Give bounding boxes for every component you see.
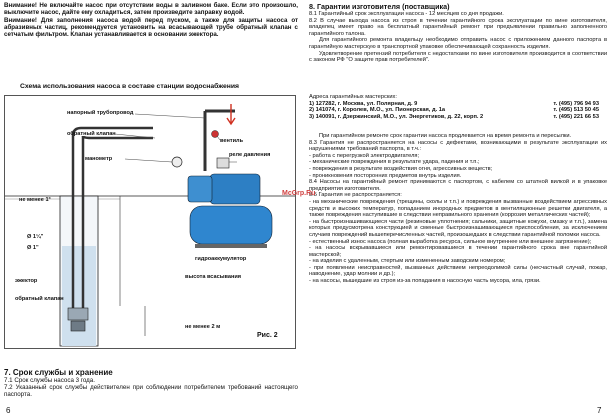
pressure-relay-box bbox=[216, 157, 230, 169]
page-number-right: 7 bbox=[597, 406, 602, 415]
address-row: 1) 127282, г. Москва, ул. Полярная, д. 9… bbox=[309, 100, 599, 107]
body-4: - механические повреждения в результате … bbox=[309, 159, 480, 166]
body-2: 8.3 Гарантия не распространяется на насо… bbox=[309, 139, 607, 153]
address-row: 2) 141074, г. Королев, М.О., ул. Пионерс… bbox=[309, 107, 599, 114]
body-11: - естественный износ насоса (полная выра… bbox=[309, 238, 592, 245]
body-13: - на изделия с удаленным, стертым или из… bbox=[309, 258, 506, 265]
label-ejector: эжектор bbox=[15, 278, 38, 284]
label-diameter-1: Ø 1¼" bbox=[27, 234, 44, 240]
body-6: - проникновения посторонних предметов вн… bbox=[309, 172, 462, 179]
addresses: Адреса гарантийных мастерских: 1) 127282… bbox=[309, 94, 599, 120]
label-accumulator: гидроаккумулятор bbox=[195, 256, 247, 262]
manometer-gauge bbox=[171, 156, 183, 168]
body-3: - работа с перегрузкой электродвигателя; bbox=[309, 152, 420, 159]
figure-title: Схема использования насоса в составе ста… bbox=[20, 83, 240, 90]
intro-3: Для гарантийного ремонта владельцу необх… bbox=[309, 37, 607, 50]
watermark: McGrp.Ru bbox=[282, 190, 316, 197]
valve-handle bbox=[211, 130, 219, 138]
body-7: 8.4 Насосы на гарантийный ремонт принима… bbox=[309, 179, 607, 192]
page-number-left: 6 bbox=[6, 406, 11, 415]
section-8-title: 8. Гарантии изготовителя (поставщика) bbox=[309, 2, 450, 11]
label-check-valve: обратный клапан bbox=[67, 131, 116, 137]
warranty-intro: 8.1 Гарантийный срок эксплуатации насоса… bbox=[309, 11, 607, 64]
body-15: - на насосы, вышедшие из строя из-за поп… bbox=[309, 278, 541, 285]
label-pipeline: напорный трубопровод bbox=[67, 110, 134, 116]
flow-arrow bbox=[226, 104, 236, 126]
pipe-bottom bbox=[81, 135, 153, 140]
warning-2: Внимание! Для заполнения насоса водой пе… bbox=[4, 17, 298, 39]
label-diameter-2: Ø 1" bbox=[27, 245, 39, 251]
body-1: При гарантийном ремонте срок гарантии на… bbox=[319, 133, 572, 139]
section-7: 7. Срок службы и хранение 7.1 Срок служб… bbox=[4, 368, 298, 398]
body-14: - при появлении неисправностей, вызванны… bbox=[309, 264, 607, 278]
body-10: - на быстроизнашивающиеся части (резинов… bbox=[309, 218, 607, 238]
intro-1: 8.1 Гарантийный срок эксплуатации насоса… bbox=[309, 11, 504, 17]
tank-stand bbox=[195, 244, 267, 248]
intro-4: Удовлетворение претензий потребителя с н… bbox=[309, 50, 607, 64]
foot-valve bbox=[70, 320, 86, 332]
pump-motor bbox=[209, 173, 261, 205]
warnings: Внимание! Не включайте насос при отсутст… bbox=[4, 2, 298, 38]
section-7-p2: 7.2 Указанный срок службы действителен п… bbox=[4, 384, 298, 398]
body-9: - на механические повреждения (трещины, … bbox=[309, 198, 607, 219]
pump-head bbox=[187, 175, 213, 203]
label-suction-height: высота всасывания bbox=[185, 274, 242, 280]
body-8: 8.5 Гарантия не распространяется: bbox=[309, 192, 402, 199]
figure: напорный трубопровод обратный клапан вен… bbox=[4, 95, 296, 349]
intro-2: 8.2 В случае выхода насоса из строя в те… bbox=[309, 17, 607, 37]
figure-caption: Рис. 2 bbox=[257, 332, 278, 339]
pump-diagram bbox=[5, 104, 295, 347]
label-manometer: манометр bbox=[85, 156, 113, 162]
label-pressure-relay: реле давления bbox=[229, 152, 271, 158]
body-5: - повреждения в результате воздействия о… bbox=[309, 165, 493, 172]
label-min-slope: не менее 1° bbox=[19, 197, 51, 203]
address-row: 3) 140091, г. Дзержинский, М.О., ул. Эне… bbox=[309, 113, 599, 120]
body-12: - на насосы вскрывавшиеся или ремонтиров… bbox=[309, 245, 607, 258]
label-valve: вентиль bbox=[220, 138, 244, 144]
warranty-body: При гарантийном ремонте срок гарантии на… bbox=[309, 133, 607, 285]
section-7-title: 7. Срок службы и хранение bbox=[4, 368, 113, 377]
warning-1: Внимание! Не включайте насос при отсутст… bbox=[4, 2, 298, 17]
pipe-top bbox=[71, 126, 153, 137]
section-7-p1: 7.1 Срок службы насоса 3 года. bbox=[4, 377, 95, 384]
label-min-depth: не менее 2 м bbox=[185, 324, 221, 330]
label-check-valve-2: обратный клапан bbox=[15, 296, 64, 302]
ejector bbox=[67, 307, 89, 321]
address-heading: Адреса гарантийных мастерских: bbox=[309, 94, 397, 100]
accumulator-tank bbox=[189, 205, 273, 245]
